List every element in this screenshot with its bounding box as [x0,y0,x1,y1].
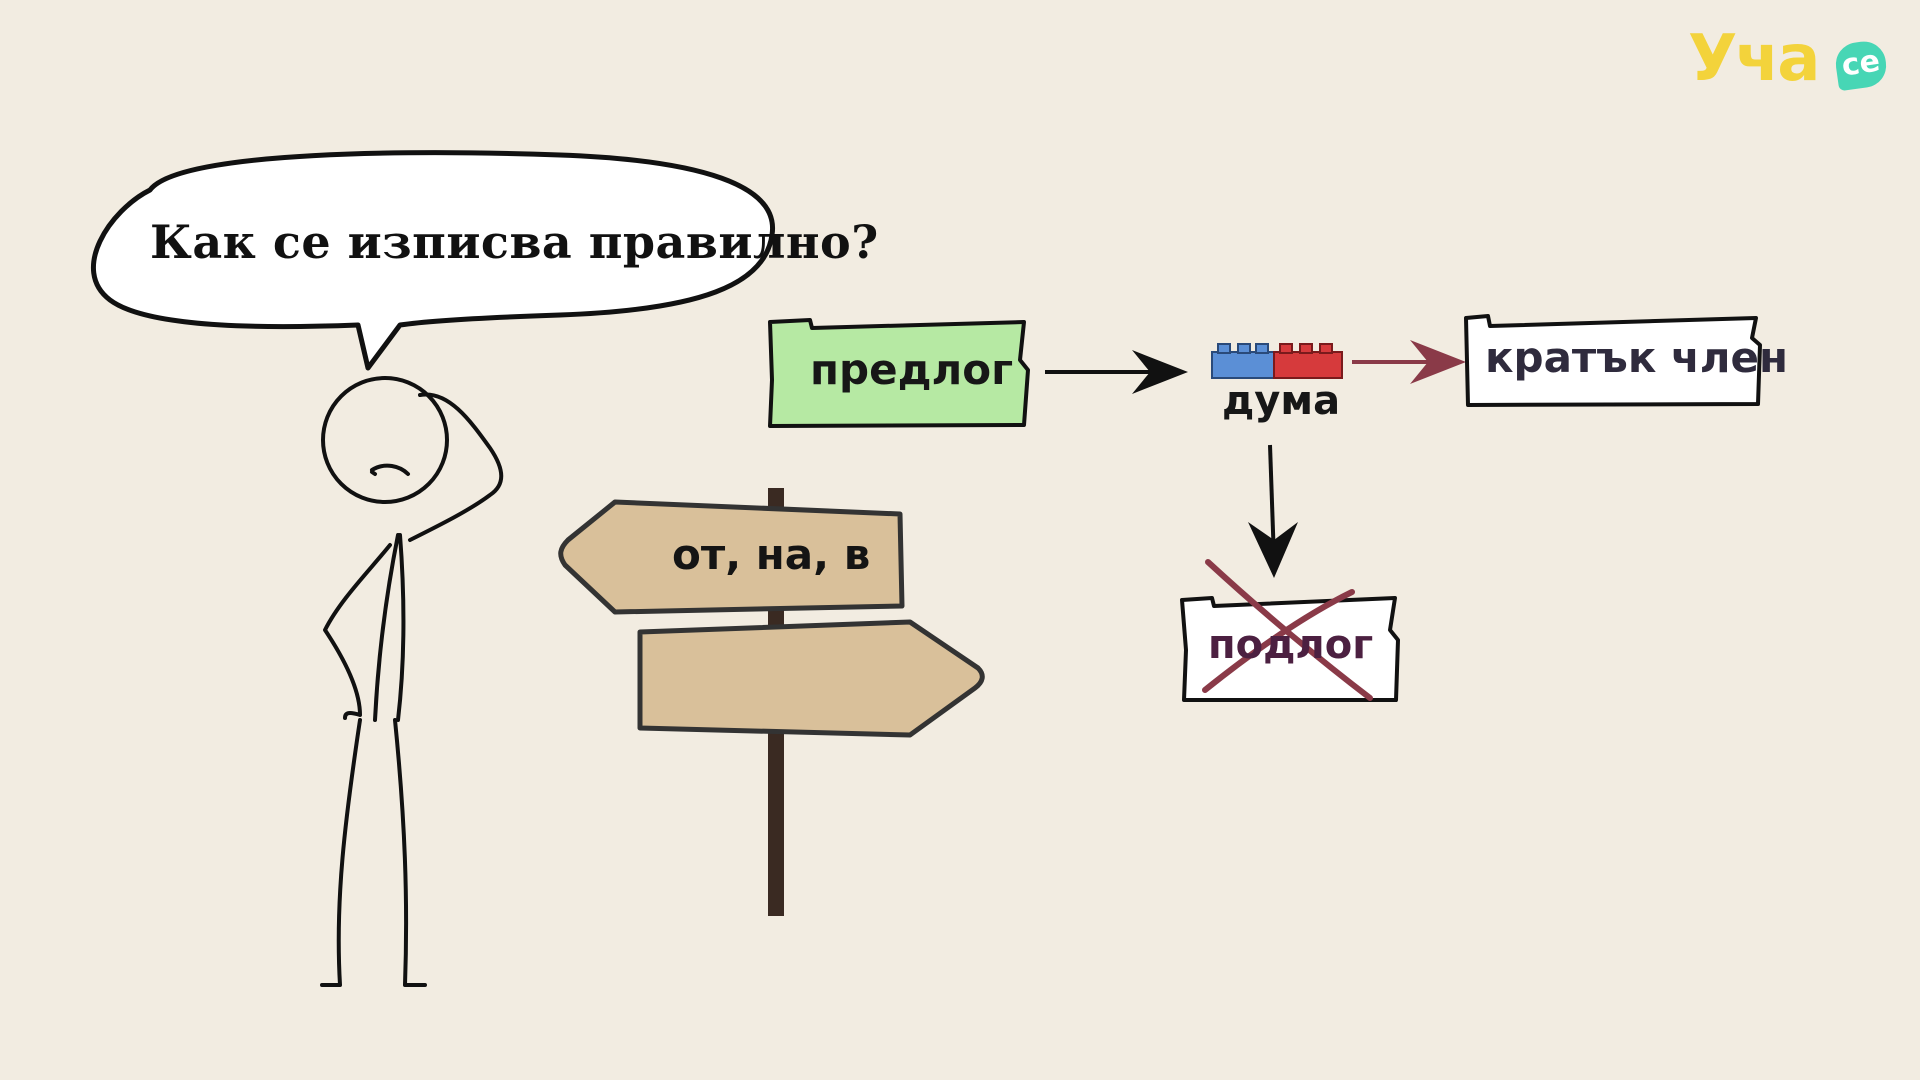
figure-torso-right [396,533,406,722]
logo-text: Уча [1688,22,1820,96]
speech-bubble [90,150,775,371]
short-article-label: кратък член [1485,333,1789,382]
figure-leg-left [320,718,362,987]
word-label: дума [1222,378,1341,424]
figure-leg-right [393,718,427,987]
stick-figure [320,376,504,987]
cross-out-mark [1202,559,1373,701]
preposition-label: предлог [810,345,1014,394]
short-article-box [1464,314,1762,407]
signpost [558,488,985,916]
figure-arm-raised [408,392,504,542]
arrow-preposition-to-word [1045,350,1188,394]
sign-right-arrow [637,619,985,738]
speech-bubble-text: Как се изписва правилно? [150,215,879,269]
figure-mouth [370,463,410,476]
figure-torso-left [373,533,400,722]
logo: Уча се [1688,22,1889,96]
crossed-out-label: подлог [1208,622,1374,668]
figure-head [321,376,449,504]
arrow-word-to-article [1352,340,1466,384]
sign-left-arrow [558,499,905,615]
sign-top-label: от, на, в [672,530,871,579]
figure-arm-hip [323,543,392,720]
arrow-word-down [1248,444,1298,578]
brick-word-icon [1211,343,1343,379]
preposition-box [768,318,1030,428]
